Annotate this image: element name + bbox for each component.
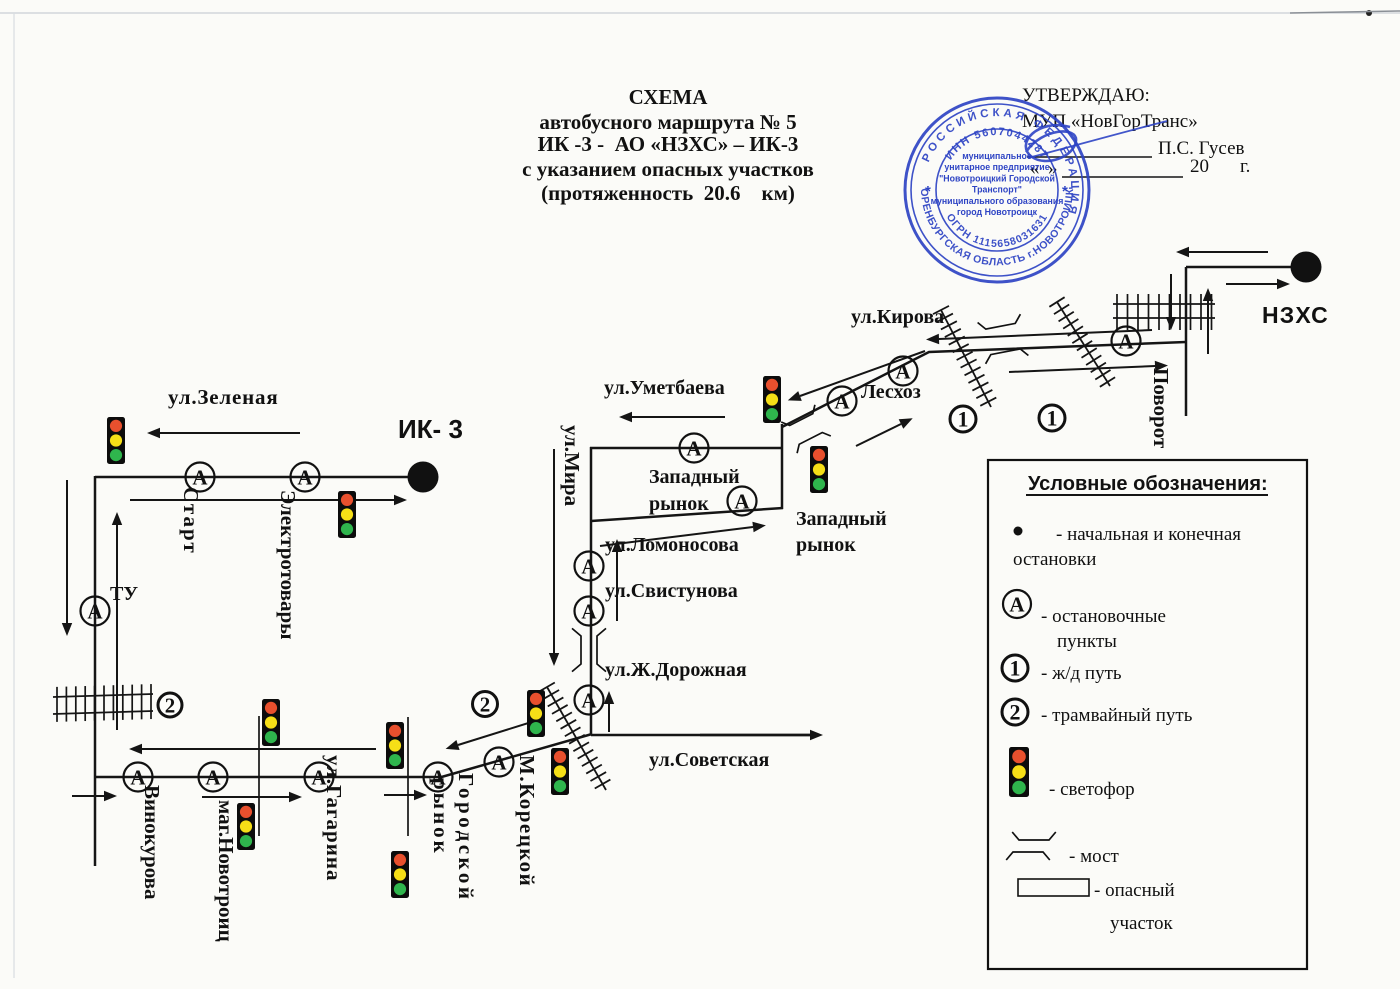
svg-text:А: А: [581, 689, 597, 713]
svg-text:«: «: [1030, 158, 1040, 179]
svg-text:А: А: [895, 360, 911, 384]
svg-text:ТУ: ТУ: [110, 583, 138, 605]
svg-text:УТВЕРЖДАЮ:: УТВЕРЖДАЮ:: [1022, 85, 1150, 106]
svg-text:20: 20: [1190, 156, 1209, 177]
svg-text:ул.Гагарина: ул.Гагарина: [322, 755, 346, 881]
svg-text:автобусного маршрута № 5: автобусного маршрута № 5: [539, 110, 796, 134]
svg-text:остановки: остановки: [1013, 549, 1096, 570]
svg-text:город Новотроицк: город Новотроицк: [957, 207, 1038, 217]
svg-text:2: 2: [1010, 700, 1021, 725]
svg-text:А: А: [192, 466, 208, 490]
svg-text:Старт: Старт: [179, 487, 203, 555]
svg-text:А: А: [686, 437, 702, 461]
svg-text:- остановочные: - остановочные: [1041, 606, 1166, 627]
svg-text:П.С. Гусев: П.С. Гусев: [1158, 138, 1245, 159]
svg-text:ул.Свистунова: ул.Свистунова: [605, 580, 738, 602]
svg-text:1: 1: [1010, 656, 1021, 681]
svg-text:Лесхоз: Лесхоз: [861, 381, 921, 403]
svg-text:А: А: [297, 466, 313, 490]
svg-text:рынок: рынок: [796, 534, 856, 556]
svg-text:СХЕМА: СХЕМА: [629, 85, 709, 109]
svg-text:А: А: [311, 766, 327, 790]
svg-text:*: *: [925, 183, 931, 200]
svg-text:2: 2: [165, 693, 176, 717]
svg-text:рынок: рынок: [649, 493, 709, 515]
svg-text:ОГРН 1115658031631: ОГРН 1115658031631: [944, 212, 1051, 251]
svg-text:А: А: [581, 600, 597, 624]
svg-text:1: 1: [1047, 406, 1058, 431]
svg-text:1: 1: [958, 407, 969, 432]
svg-text:ул.Ж.Дорожная: ул.Ж.Дорожная: [605, 659, 747, 681]
svg-text:А: А: [1009, 593, 1025, 617]
svg-text:- светофор: - светофор: [1049, 779, 1135, 800]
svg-text:пункты: пункты: [1057, 631, 1117, 652]
svg-text:участок: участок: [1110, 913, 1173, 934]
svg-text:- начальная и конечная: - начальная и конечная: [1056, 524, 1241, 545]
svg-text:- мост: - мост: [1069, 846, 1120, 867]
svg-text:А: А: [87, 600, 103, 624]
svg-text:с указанием опасных участков: с указанием опасных участков: [522, 157, 814, 181]
svg-text:ул.Кирова: ул.Кирова: [851, 306, 944, 328]
svg-text:А: А: [581, 555, 597, 579]
svg-text:А: А: [205, 766, 221, 790]
svg-text:унитарное предприятие: унитарное предприятие: [944, 162, 1049, 172]
svg-text:А: А: [430, 766, 446, 790]
svg-text:ИК- 3: ИК- 3: [398, 414, 463, 444]
svg-text:ул.Ломоносова: ул.Ломоносова: [605, 534, 739, 556]
svg-text:ул.Мира: ул.Мира: [560, 425, 584, 507]
svg-text:Электротовары: Электротовары: [276, 490, 300, 640]
svg-text:маг.Новотроиц: маг.Новотроиц: [214, 800, 238, 942]
svg-text:Поворот: Поворот: [1149, 368, 1173, 449]
svg-text:муниципального образования: муниципального образования: [931, 196, 1064, 206]
svg-text:»: »: [1048, 158, 1058, 179]
svg-text:Винокурова: Винокурова: [140, 785, 164, 900]
svg-text:"Новотроицкий Городской: "Новотроицкий Городской: [939, 173, 1055, 183]
svg-text:2: 2: [480, 692, 491, 716]
svg-text:ул.Уметбаева: ул.Уметбаева: [604, 377, 725, 399]
svg-text:Западный: Западный: [649, 466, 740, 488]
svg-text:Городской: Городской: [454, 773, 478, 902]
svg-text:А: А: [734, 490, 750, 514]
svg-text:- опасный: - опасный: [1094, 880, 1175, 901]
svg-text:- трамвайный путь: - трамвайный путь: [1041, 705, 1193, 726]
svg-text:НЗХС: НЗХС: [1262, 302, 1329, 328]
svg-text:А: А: [834, 390, 850, 414]
svg-text:(протяженность 20.6 км): (протяженность 20.6 км): [541, 181, 795, 205]
svg-text:ул.Советская: ул.Советская: [649, 749, 770, 771]
svg-text:- ж/д путь: - ж/д путь: [1041, 663, 1122, 684]
svg-text:муниципальное: муниципальное: [962, 151, 1032, 161]
svg-text:А: А: [491, 751, 507, 775]
svg-text:Западный: Западный: [796, 508, 887, 530]
svg-text:г.: г.: [1240, 156, 1250, 177]
svg-text:Условные обозначения:: Условные обозначения:: [1028, 473, 1268, 495]
svg-text:Транспорт": Транспорт": [972, 185, 1022, 195]
svg-text:рынок: рынок: [429, 778, 453, 856]
svg-text:ул.Зеленая: ул.Зеленая: [168, 385, 278, 409]
svg-text:А: А: [130, 766, 146, 790]
svg-text:*: *: [1062, 183, 1068, 200]
svg-text:М.Корецкой: М.Корецкой: [515, 755, 539, 887]
svg-text:ИК -3 - АО «НЗХС» – ИК-3: ИК -3 - АО «НЗХС» – ИК-3: [538, 132, 799, 156]
svg-text:А: А: [1118, 330, 1134, 354]
